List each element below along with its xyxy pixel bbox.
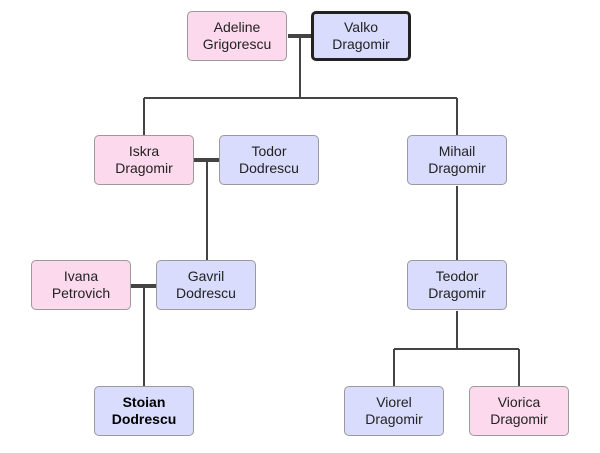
- person-box-ivana-petrovich[interactable]: Ivana Petrovich: [31, 260, 131, 310]
- person-box-todor-dodrescu[interactable]: Todor Dodrescu: [219, 135, 319, 185]
- person-box-iskra-dragomir[interactable]: Iskra Dragomir: [94, 135, 194, 185]
- person-box-adeline-grigorescu[interactable]: Adeline Grigorescu: [187, 11, 287, 61]
- person-box-valko-dragomir[interactable]: Valko Dragomir: [311, 11, 411, 61]
- person-box-viorica-dragomir[interactable]: Viorica Dragomir: [469, 386, 569, 436]
- person-box-mihail-dragomir[interactable]: Mihail Dragomir: [407, 135, 507, 185]
- person-box-viorel-dragomir[interactable]: Viorel Dragomir: [344, 386, 444, 436]
- person-box-stoian-dodrescu[interactable]: Stoian Dodrescu: [94, 386, 194, 436]
- person-box-gavril-dodrescu[interactable]: Gavril Dodrescu: [156, 260, 256, 310]
- person-box-teodor-dragomir[interactable]: Teodor Dragomir: [407, 260, 507, 310]
